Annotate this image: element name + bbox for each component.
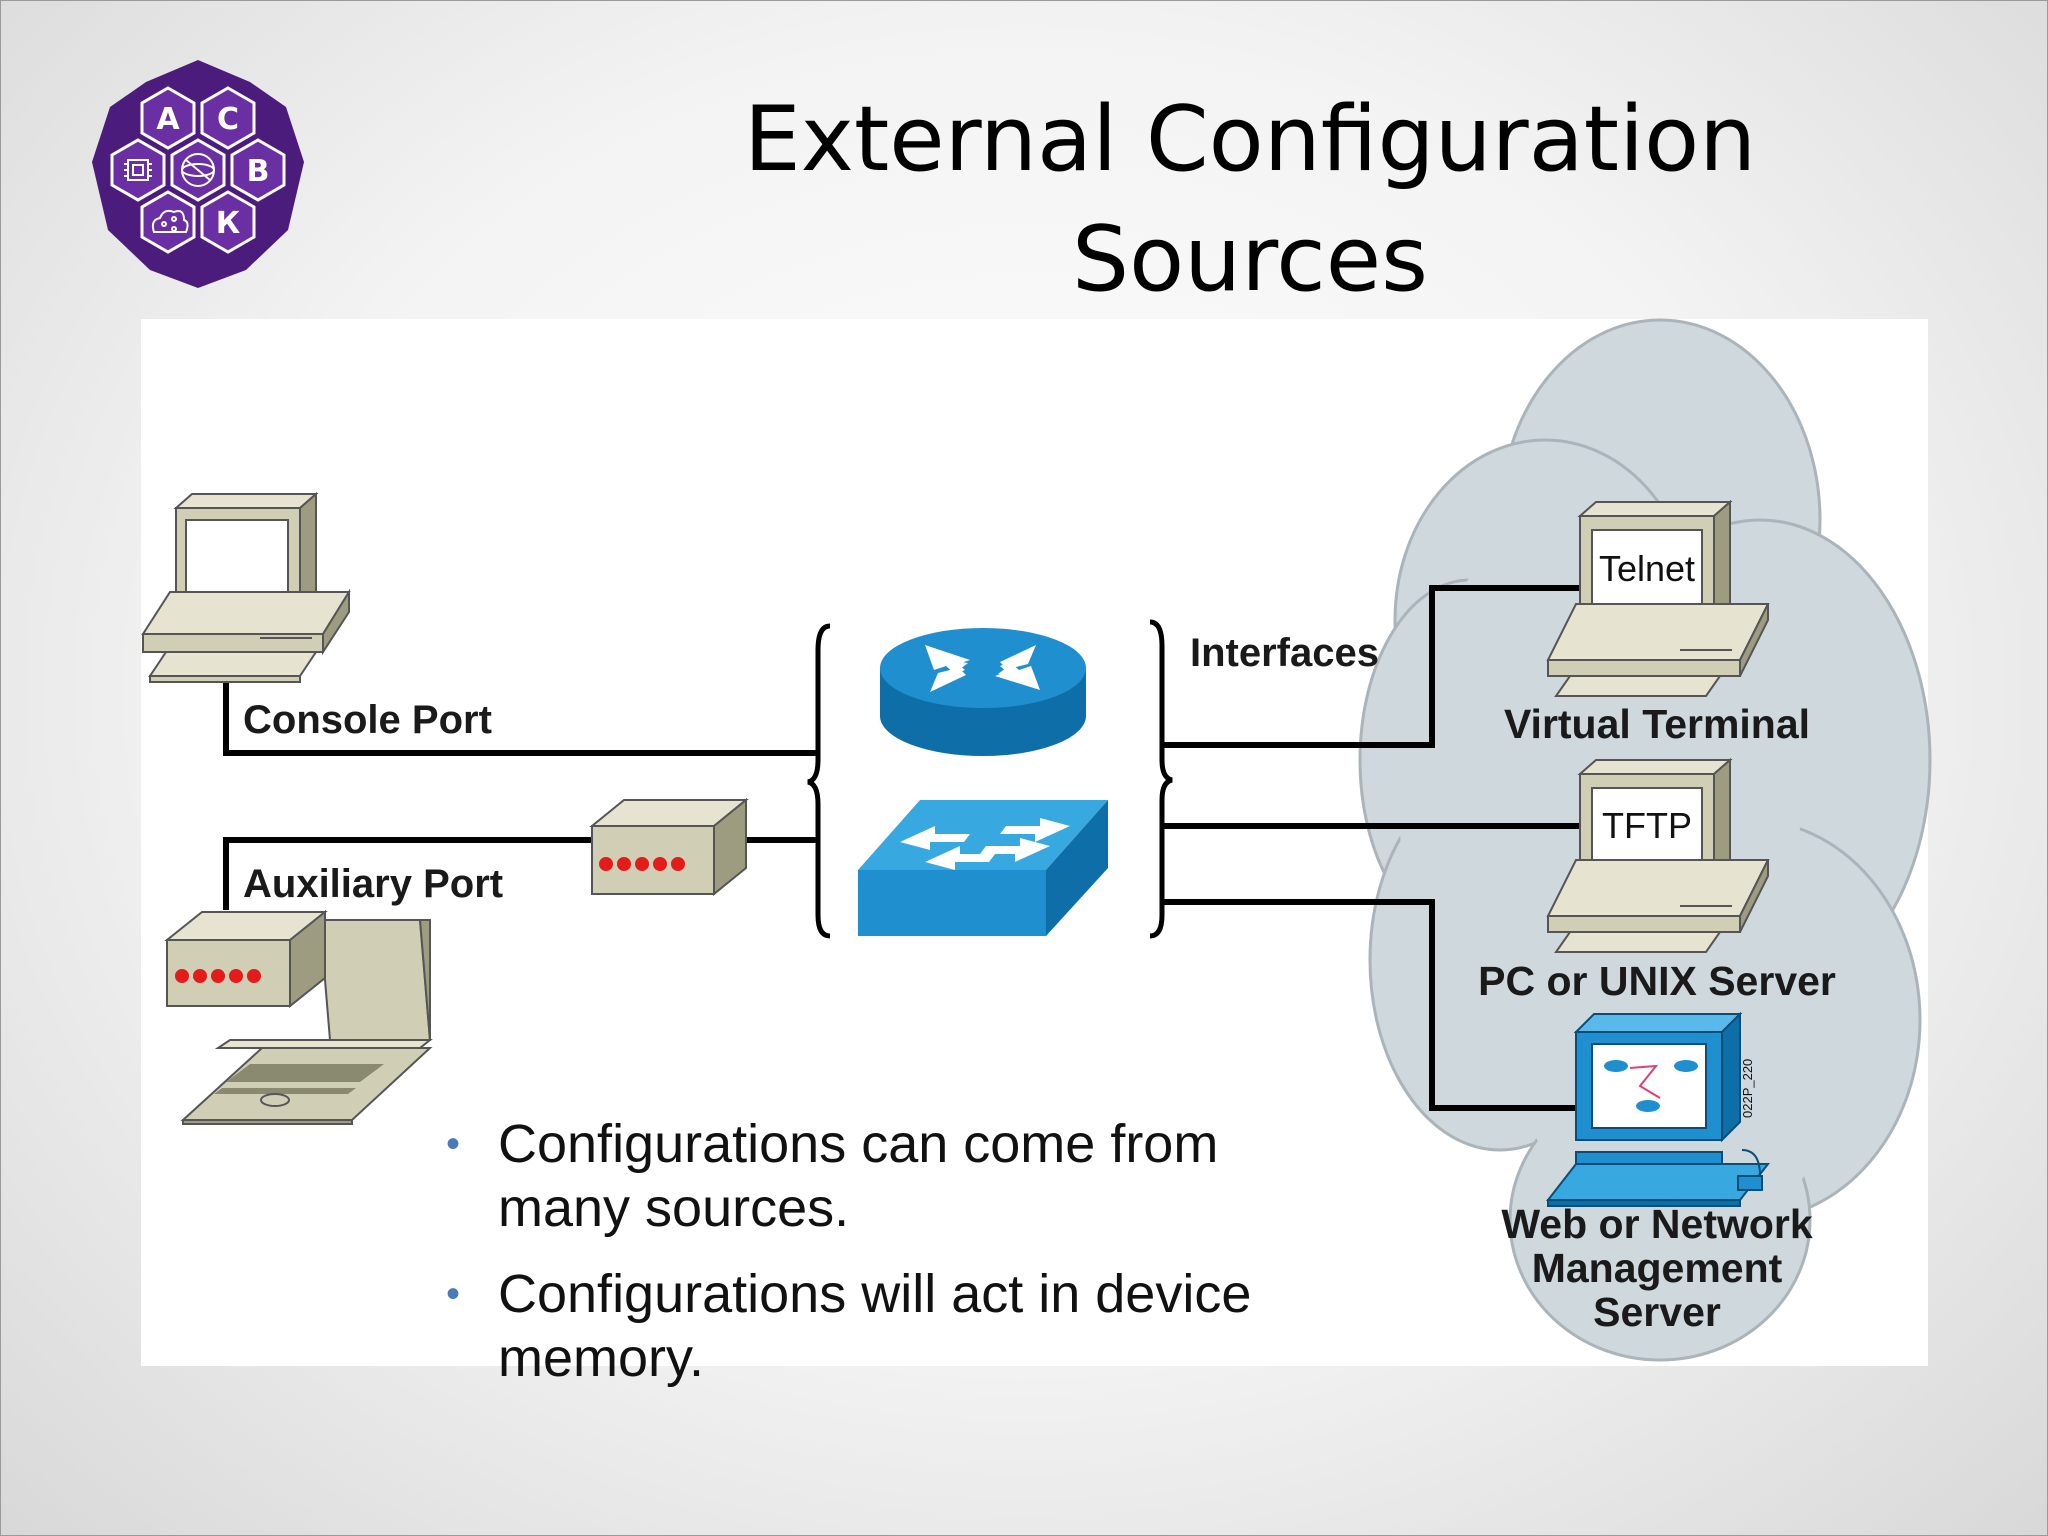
acbk-logo: А С В К bbox=[92, 60, 304, 288]
figure-code-label: 022P_220 bbox=[1740, 1059, 1755, 1118]
console-port-label: Console Port bbox=[243, 698, 492, 742]
bullet-text: Configurations will act in device memory… bbox=[498, 1264, 1252, 1388]
web-nms-label-line-2: Management bbox=[1532, 1245, 1783, 1291]
logo-letter-k: К bbox=[216, 206, 241, 241]
laptop-modem-icon bbox=[164, 909, 328, 1009]
tftp-screen-label: TFTP bbox=[1602, 805, 1692, 846]
bullet-text: Configurations can come from many source… bbox=[498, 1114, 1219, 1238]
console-terminal-icon bbox=[141, 491, 351, 683]
logo-letter-b: В bbox=[247, 154, 270, 189]
slide-title: External Configuration Sources bbox=[600, 80, 1900, 320]
bullet-dot-icon: • bbox=[446, 1272, 461, 1316]
bullet-item: • Configurations will act in device memor… bbox=[440, 1262, 1320, 1390]
auxiliary-modem-icon bbox=[589, 797, 749, 897]
globe-icon bbox=[181, 153, 215, 187]
device-brace-left bbox=[807, 623, 831, 939]
bullet-list: • Configurations can come from many sourc… bbox=[440, 1112, 1320, 1412]
title-line-2: Sources bbox=[1071, 207, 1428, 312]
router-icon bbox=[880, 628, 1086, 756]
connection-lines bbox=[223, 585, 1590, 1111]
bullet-dot-icon: • bbox=[446, 1122, 461, 1166]
nms-workstation-icon bbox=[1545, 1011, 1771, 1207]
chip-icon bbox=[124, 159, 152, 181]
virtual-terminal-label: Virtual Terminal bbox=[1504, 701, 1810, 747]
interfaces-label: Interfaces bbox=[1190, 631, 1379, 675]
pc-unix-server-label: PC or UNIX Server bbox=[1478, 958, 1836, 1004]
logo-letter-c: С bbox=[217, 102, 239, 137]
web-nms-label-line-1: Web or Network bbox=[1501, 1201, 1813, 1247]
logo-letter-a: А bbox=[156, 102, 180, 137]
title-line-1: External Configuration bbox=[743, 87, 1757, 192]
modem-led-icon bbox=[175, 969, 261, 983]
laptop-icon bbox=[180, 919, 433, 1125]
cloud-share-icon bbox=[151, 209, 189, 233]
tftp-terminal-icon bbox=[1546, 757, 1770, 953]
auxiliary-port-label: Auxiliary Port bbox=[243, 862, 503, 906]
bullet-item: • Configurations can come from many sourc… bbox=[440, 1112, 1320, 1240]
web-nms-label-line-3: Server bbox=[1593, 1289, 1721, 1335]
telnet-terminal-icon bbox=[1546, 499, 1770, 697]
device-brace-right bbox=[1149, 619, 1173, 939]
modem-led-icon bbox=[599, 857, 685, 871]
switch-icon bbox=[858, 800, 1108, 936]
telnet-screen-label: Telnet bbox=[1599, 548, 1695, 589]
